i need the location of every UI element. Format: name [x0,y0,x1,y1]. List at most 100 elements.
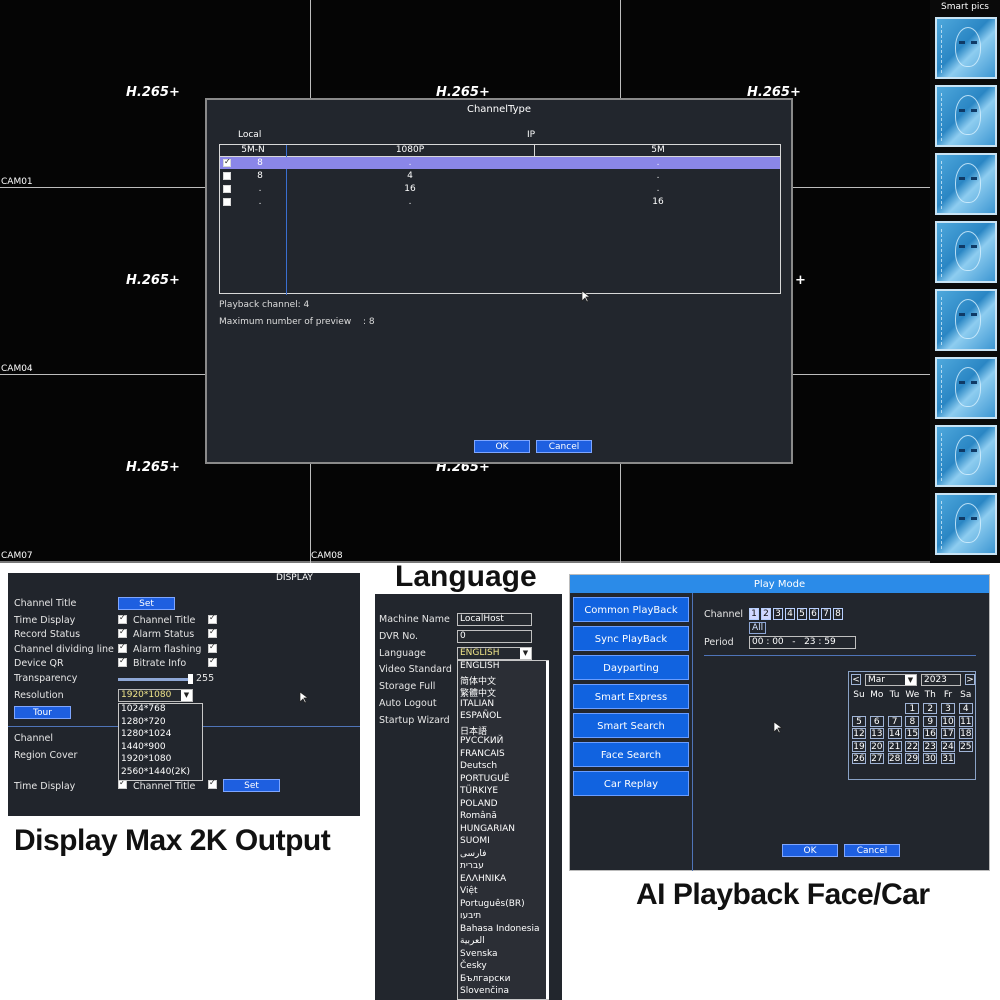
set-button[interactable]: Set [223,779,280,792]
channel-toggle[interactable]: 4 [785,608,795,620]
dropdown-option[interactable]: 1440*900 [121,741,166,752]
channel-toggle[interactable]: 6 [809,608,819,620]
calendar-day[interactable]: 23 [923,740,938,752]
calendar-day[interactable]: 16 [923,728,938,740]
time-display-checkbox[interactable] [118,778,127,789]
calendar-day[interactable]: 3 [941,703,955,714]
channel-dividing-line-checkbox[interactable] [118,642,127,653]
channel-toggle[interactable]: 5 [797,608,807,620]
language-option[interactable]: 日本語 [460,726,488,737]
dropdown-option[interactable]: 1024*768 [121,704,166,714]
scrollbar[interactable] [546,661,549,999]
language-option[interactable]: فارسی [460,848,487,859]
calendar-day[interactable]: 31 [941,753,955,765]
language-option[interactable]: HUNGARIAN [460,823,516,834]
machine-name-field[interactable]: LocalHost [457,613,532,626]
face-snapshot[interactable] [935,85,997,147]
face-snapshot[interactable] [935,425,997,487]
language-option[interactable]: 繁體中文 [460,689,497,699]
language-option[interactable]: Português(BR) [460,898,525,909]
row-checkbox[interactable] [223,185,231,193]
transparency-slider[interactable] [118,678,190,681]
calendar-day[interactable]: 14 [887,728,902,740]
language-option[interactable]: TÜRKIYE [460,786,499,796]
language-option[interactable]: ESPAÑOL [460,711,502,721]
dvr-no-field[interactable]: 0 [457,630,532,643]
menu-face-search[interactable]: Face Search [573,742,689,767]
calendar-day[interactable]: 9 [923,715,938,727]
language-option[interactable]: ENGLISH [460,661,500,671]
calendar-day[interactable]: 28 [887,753,902,765]
alarm-status-checkbox[interactable] [208,627,217,638]
calendar-day[interactable]: 12 [852,728,866,740]
row-checkbox[interactable] [223,172,231,180]
all-channels-toggle[interactable]: All [749,622,767,634]
calendar-day[interactable]: 26 [852,753,866,765]
set-button[interactable]: Set [118,597,175,610]
calendar-day[interactable]: 1 [905,703,920,714]
calendar-day[interactable]: 18 [958,728,973,740]
year-select[interactable]: 2023 [921,674,961,686]
ok-button[interactable]: OK [782,844,838,857]
calendar-day[interactable]: 20 [869,740,884,752]
face-snapshot[interactable] [935,17,997,79]
menu-common-playback[interactable]: Common PlayBack [573,597,689,622]
resolution-select[interactable]: 1920*1080▼ [118,689,193,702]
period-field[interactable]: 00 : 00 - 23 : 59 [749,636,856,649]
channel-toggle[interactable]: 3 [773,608,783,620]
calendar-day[interactable]: 7 [887,715,902,727]
channel-title-checkbox[interactable] [208,778,217,789]
language-option[interactable]: Deutsch [460,761,498,771]
calendar-day[interactable]: 2 [923,703,938,714]
menu-car-replay[interactable]: Car Replay [573,771,689,796]
calendar-day[interactable]: 29 [905,753,920,765]
calendar-day[interactable]: 30 [923,753,938,765]
calendar-day[interactable]: 21 [887,740,902,752]
menu-smart-express[interactable]: Smart Express [573,684,689,709]
menu-smart-search[interactable]: Smart Search [573,713,689,738]
channel-toggle[interactable]: 2 [761,608,771,620]
calendar-day[interactable]: 8 [905,715,920,727]
language-option[interactable]: Български [460,973,511,984]
table-row[interactable]: 8 4 . [220,170,780,182]
dropdown-option[interactable]: 1280*1024 [121,729,172,739]
language-option[interactable]: Slovenčina [460,986,509,996]
menu-dayparting[interactable]: Dayparting [573,655,689,680]
calendar-day[interactable]: 19 [852,740,866,752]
language-option[interactable]: РУССКИЙ [460,736,504,746]
cancel-button[interactable]: Cancel [536,440,592,453]
dropdown-option[interactable]: 2560*1440(2K) [121,766,190,777]
next-month-button[interactable]: > [965,674,975,685]
language-option[interactable]: Việt [460,886,478,896]
calendar-day[interactable]: 25 [958,740,973,752]
language-select[interactable]: ENGLISH▼ [457,647,532,660]
calendar-day[interactable]: 4 [958,703,973,714]
face-snapshot[interactable] [935,221,997,283]
ok-button[interactable]: OK [474,440,530,453]
calendar-day[interactable]: 24 [941,740,955,752]
face-snapshot[interactable] [935,493,997,555]
channel-toggle[interactable]: 1 [749,608,759,620]
channel-toggle[interactable]: 8 [833,608,843,620]
language-option[interactable]: Svenska [460,948,498,959]
calendar-day[interactable]: 27 [869,753,884,765]
language-option[interactable]: Česky [460,961,487,971]
face-snapshot[interactable] [935,153,997,215]
language-option[interactable]: עברית [460,861,484,871]
table-row[interactable]: 8 . . [220,157,780,169]
slider-handle[interactable] [188,674,193,684]
channel-toggle[interactable]: 7 [821,608,831,620]
device-qr-checkbox[interactable] [118,656,127,667]
tour-button[interactable]: Tour [14,706,71,719]
face-snapshot[interactable] [935,289,997,351]
menu-sync-playback[interactable]: Sync PlayBack [573,626,689,651]
dropdown-option[interactable]: 1920*1080 [121,754,172,764]
language-option[interactable]: 简体中文 [460,676,497,687]
face-snapshot[interactable] [935,357,997,419]
calendar-day[interactable]: 17 [941,728,955,740]
calendar-day[interactable]: 15 [905,728,920,740]
row-checkbox[interactable] [223,198,231,206]
language-option[interactable]: תיבעו [460,911,482,921]
record-status-checkbox[interactable] [118,627,127,638]
channel-title-checkbox[interactable] [208,613,217,624]
